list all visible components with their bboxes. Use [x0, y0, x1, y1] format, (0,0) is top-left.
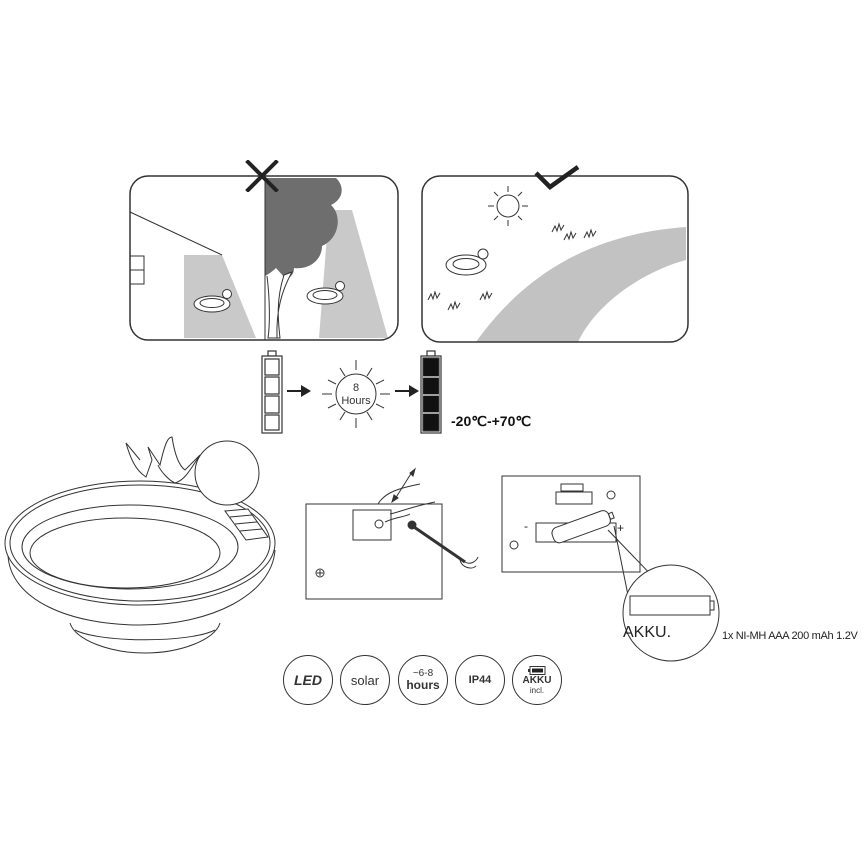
sun-hours-number: 8	[353, 382, 359, 394]
battery-glyph-icon	[528, 665, 546, 675]
bad-placement-panel	[124, 160, 404, 350]
temperature-range: -20℃-+70℃	[451, 413, 532, 429]
switch-panel-diagram	[300, 462, 480, 602]
cross-icon	[245, 160, 279, 192]
hours-icon: ~6-8 hours	[398, 655, 448, 705]
checkmark-icon	[534, 165, 582, 193]
sun-hours-unit: Hours	[341, 395, 371, 407]
battery-spec: 1x NI-MH AAA 200 mAh 1.2V	[722, 630, 858, 642]
empty-battery-icon	[261, 350, 283, 434]
sun-8-hours-icon: 8 Hours	[316, 354, 396, 434]
minus-terminal: -	[524, 519, 528, 533]
led-icon: LED	[283, 655, 333, 705]
good-placement-panel	[418, 160, 693, 350]
plus-terminal: +	[617, 521, 625, 535]
akku-label: AKKU.	[623, 624, 672, 641]
full-battery-icon	[420, 350, 442, 434]
battery-compartment-diagram	[498, 470, 728, 665]
solar-icon: solar	[340, 655, 390, 705]
arrow-right-icon	[287, 384, 311, 398]
birdbath-product-drawing	[0, 425, 290, 670]
ip44-icon: IP44	[455, 655, 505, 705]
arrow-right-icon	[395, 384, 419, 398]
akku-icon: AKKU incl.	[512, 655, 562, 705]
